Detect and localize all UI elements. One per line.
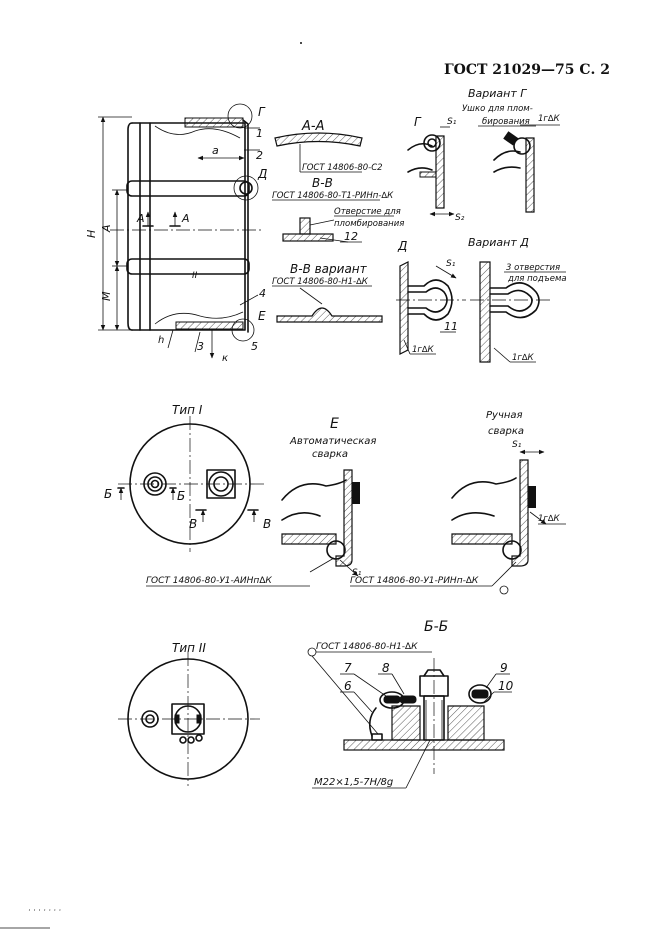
type-one-view: Тип I Б Б В В [104,403,271,552]
type-one-cut-b-right: Б [177,489,185,503]
section-bb-note: ГОСТ 14806-80-Н1-∆К [316,642,418,652]
section-bb-title: Б-Б [424,619,448,635]
detail-d-callout: 11 [444,320,458,333]
section-vv-variant-note: ГОСТ 14806-80-Н1-∆К [272,277,369,287]
variant-g: Вариант Г Ушко для плом- бирования 1г∆К [462,87,561,213]
section-bb-callout-10: 10 [498,679,514,693]
type-two-title: Тип II [172,641,206,655]
view-d-label: Д [257,167,267,181]
section-vv-variant: В-В вариант ГОСТ 14806-80-Н1-∆К [272,262,383,323]
footer-dots: · · · · · · · [28,906,61,915]
section-bb-thread: М22×1,5-7Н/8g [314,777,393,788]
detail-d-title: Д [397,239,407,253]
variant-g-label-1: Ушко для плом- [462,104,533,114]
detail-g-s2: S₂ [455,213,465,223]
detail-g-title: Г [414,115,422,129]
section-aa: А-А ГОСТ 14806-80-С2 [274,119,383,173]
manual-weld-weld: 1г∆К [538,514,561,524]
dim-h: H [85,230,98,238]
manual-weld-note: ГОСТ 14806-80-У1-РИНп-∆К [350,576,479,586]
section-cut-label-left: А [136,212,145,225]
callout-2: 2 [256,149,263,162]
manual-weld-title-1: Ручная [486,410,523,421]
hole-label-2: пломбирования [334,219,404,229]
view-e-label: Е [258,309,266,323]
section-vv-note: ГОСТ 14806-80-Т1-РИНп-∆К [272,191,394,201]
variant-d-title: Вариант Д [468,236,529,249]
section-bb-callout-8: 8 [382,661,390,675]
section-vv: В-В ГОСТ 14806-80-Т1-РИНп-∆К Отверстие д… [272,176,404,243]
section-bb-callout-9: 9 [500,661,508,675]
callout-1: 1 [256,127,263,140]
section-aa-note: ГОСТ 14806-80-С2 [302,163,383,173]
section-vv-callout: 12 [344,230,358,243]
variant-g-label-2: бирования [482,117,530,127]
variant-g-weld: 1г∆К [538,114,561,124]
hole-label-1: Отверстие для [334,207,401,217]
callout-3: 3 [197,340,204,353]
detail-e-subtitle-2: сварка [312,449,348,460]
variant-d: Вариант Д 3 отверстия для подъема 1г∆К [468,236,567,363]
detail-e-title: Е [330,416,339,432]
detail-g-s1: S₁ [447,117,457,127]
detail-d-s1: S₁ [446,259,456,269]
section-vv-variant-title: В-В вариант [290,262,368,276]
dim-k: к [222,353,228,364]
view-g-label: Г [258,105,266,119]
rolling-hoop-lower [126,258,250,275]
variant-d-label-2: для подъема [507,274,567,284]
section-cut-label-right: А [181,212,190,225]
variant-g-title: Вариант Г [468,87,527,100]
callout-5: 5 [251,340,258,353]
type-one-cut-v-left: В [189,517,197,531]
type-one-cut-v-right: В [263,517,271,531]
manual-weld-s1: S₁ [512,440,522,450]
sheet-title: ГОСТ 21029—75 С. 2 [444,62,610,78]
dim-a: A [100,224,113,233]
manual-weld: Ручная сварка S₁ 1г∆К ГОСТ 14806-80-У1-Р… [350,410,566,595]
variant-d-label-1: 3 отверстия [506,263,560,273]
detail-d: Д S₁ 11 1г∆К [396,239,466,355]
callout-4: 4 [259,287,266,300]
type-one-cut-b-left: Б [104,487,112,501]
type-two-view: Тип II [118,641,260,786]
detail-e-note: ГОСТ 14806-80-У1-АИНп∆К [146,576,272,586]
section-vv-title: В-В [312,176,333,190]
detail-e-s1: S₁ [352,568,362,578]
dim-h-small: h [158,335,164,346]
type-one-title: Тип I [172,403,203,417]
dim-a-small: a [212,144,219,157]
speck [300,42,302,44]
main-view: А А a II H A M 1 2 3 4 5 Г Д Е h к [85,103,267,364]
section-aa-shape [274,132,363,147]
detail-e: Е Автоматическая сварка S₁ ГОСТ 14806-80… [146,416,376,587]
section-aa-title: А-А [301,119,324,134]
rolling-hoop-upper [126,180,250,197]
detail-d-circle [233,175,259,201]
detail-g: Г S₁ S₂ [407,115,465,223]
dim-m: M [100,291,113,301]
detail-e-subtitle-1: Автоматическая [289,436,376,447]
detail-d-weld: 1г∆К [412,345,435,355]
section-bb: Б-Б ГОСТ 14806-80-Н1-∆К 6 7 8 [307,619,514,789]
roman-two: II [192,271,198,281]
section-bb-callout-7: 7 [344,661,352,675]
manual-weld-title-2: сварка [488,426,524,437]
variant-d-weld: 1г∆К [512,353,535,363]
section-bb-callout-6: 6 [344,679,352,693]
